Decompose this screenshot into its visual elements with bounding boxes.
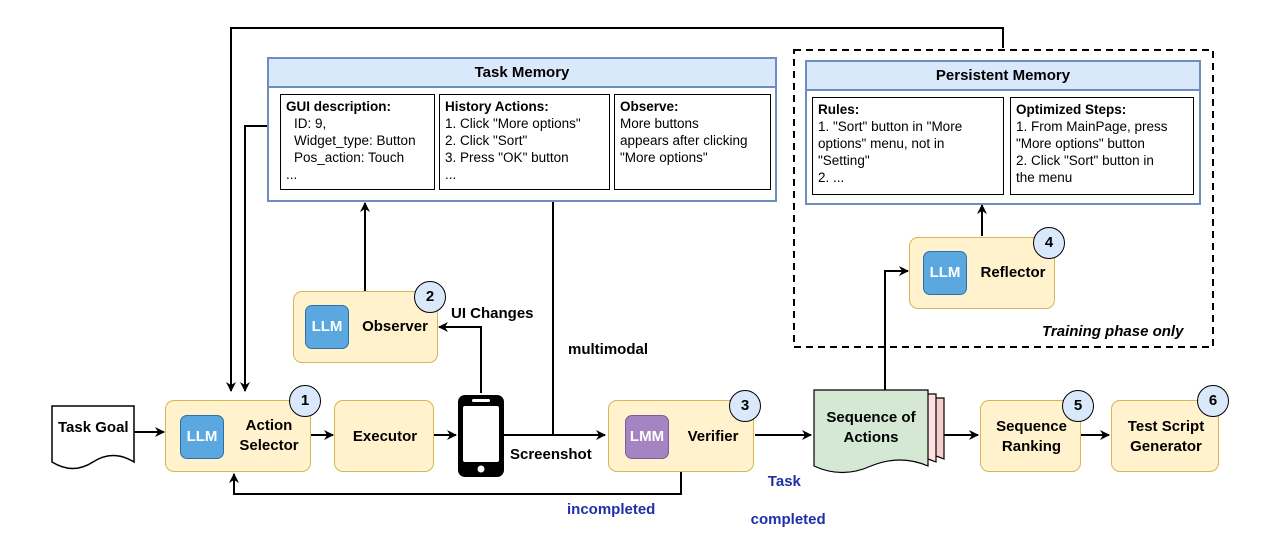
rules-line: options" menu, not in [818, 136, 945, 151]
steps-line: "More options" button [1016, 136, 1145, 151]
step-badge-2: 2 [414, 281, 446, 313]
steps-line: the menu [1016, 170, 1073, 185]
multimodal-label: multimodal [568, 341, 649, 358]
observe-heading: Observe: [620, 99, 679, 114]
step-badge-1: 1 [289, 385, 321, 417]
training-phase-region [793, 49, 1214, 348]
gui-line: ... [286, 167, 298, 182]
arrow-verifier-incompleted [229, 472, 682, 495]
ranking-line1: Sequence [996, 418, 1067, 435]
observe-cell: Observe: More buttons appears after click… [614, 94, 771, 190]
llm-chip: LLM [305, 305, 349, 349]
executor-label: Executor [352, 428, 418, 445]
task-completed-line1: Task [767, 473, 801, 490]
arrow-phone-to-observer [438, 322, 482, 393]
persistent-memory-panel: Persistent Memory Rules: 1. "Sort" button… [805, 60, 1201, 205]
rules-line: 2. ... [818, 170, 845, 185]
task-memory-panel: Task Memory GUI description: ID: 9, Widge… [267, 57, 777, 202]
task-goal-document [51, 405, 135, 470]
arrow-sequence-to-reflector [884, 266, 909, 390]
training-phase-label: Training phase only [1042, 323, 1184, 340]
rules-line: "Setting" [818, 153, 870, 168]
history-actions-heading: History Actions: [445, 99, 549, 114]
ui-changes-label: UI Changes [451, 305, 534, 322]
llm-chip: LLM [180, 415, 224, 459]
ranking-line2: Ranking [1001, 438, 1062, 455]
gui-line: ID: 9, [294, 116, 327, 131]
incompleted-label: incompleted [567, 501, 656, 518]
gui-line: Widget_type: Button [294, 133, 416, 148]
step-badge-6: 6 [1197, 385, 1229, 417]
optimized-steps-cell: Optimized Steps:1. From MainPage, press … [1010, 97, 1194, 195]
arrow-persistent-to-selector [226, 27, 1004, 392]
sequence-ranking-label: Sequence Ranking [981, 417, 1082, 457]
history-line: 2. Click "Sort" [445, 133, 528, 148]
action-selector-label-line2: Selector [239, 437, 299, 454]
persistent-memory-title: Persistent Memory [807, 62, 1199, 91]
observe-line: "More options" [620, 150, 708, 165]
gui-line: Pos_action: Touch [294, 150, 405, 165]
verifier-label: Verifier [687, 428, 739, 445]
executor-box: Executor [334, 400, 434, 472]
task-memory-title: Task Memory [269, 59, 775, 88]
steps-line: 1. From MainPage, press [1016, 119, 1168, 134]
llm-chip: LLM [923, 251, 967, 295]
action-selector-agent: LLM Action Selector [165, 400, 311, 472]
sequence-line2: Actions [843, 429, 899, 446]
optimized-steps-heading: Optimized Steps: [1016, 102, 1127, 117]
gui-description-heading: GUI description: [286, 99, 392, 114]
action-selector-label-line1: Action [245, 417, 293, 434]
generator-line2: Generator [1130, 438, 1202, 455]
rules-cell: Rules: 1. "Sort" button in "More options"… [812, 97, 1004, 195]
history-line: 1. Click "More options" [445, 116, 581, 131]
observe-line: More buttons [620, 116, 699, 131]
step-badge-3: 3 [729, 390, 761, 422]
task-goal-label: Task Goal [58, 419, 129, 436]
screenshot-label: Screenshot [510, 446, 592, 463]
connector-layer [51, 27, 1214, 495]
sequence-line1: Sequence of [826, 409, 916, 426]
observe-line: appears after clicking [620, 133, 748, 148]
step-badge-5: 5 [1062, 390, 1094, 422]
generator-label: Test Script Generator [1112, 417, 1220, 457]
history-line: 3. Press "OK" button [445, 150, 569, 165]
observer-agent: LLM Observer [293, 291, 438, 363]
action-selector-label: Action Selector [230, 416, 308, 456]
sequence-doc-front [813, 389, 929, 474]
reflector-agent: LLM Reflector [909, 237, 1055, 309]
task-completed-line2: completed [750, 511, 826, 528]
history-actions-cell: History Actions:1. Click "More options" … [439, 94, 610, 190]
history-line: ... [445, 167, 457, 182]
rules-line: 1. "Sort" button in "More [818, 119, 963, 134]
steps-line: 2. Click "Sort" button in [1016, 153, 1154, 168]
framework-diagram: Task Memory GUI description: ID: 9, Widge… [51, 27, 1229, 528]
arrow-taskmemory-to-selector [240, 125, 268, 392]
gui-description-cell: GUI description: ID: 9, Widget_type: Butt… [280, 94, 435, 190]
task-completed-label: Task completed [734, 453, 826, 548]
sequence-of-actions-label: Sequence of Actions [814, 408, 928, 448]
generator-line1: Test Script [1127, 418, 1205, 435]
observer-label: Observer [362, 318, 428, 335]
phone-icon [458, 395, 504, 477]
step-badge-4: 4 [1033, 227, 1065, 259]
rules-heading: Rules: [818, 102, 860, 117]
lmm-chip: LMM [625, 415, 669, 459]
reflector-label: Reflector [980, 264, 1046, 281]
